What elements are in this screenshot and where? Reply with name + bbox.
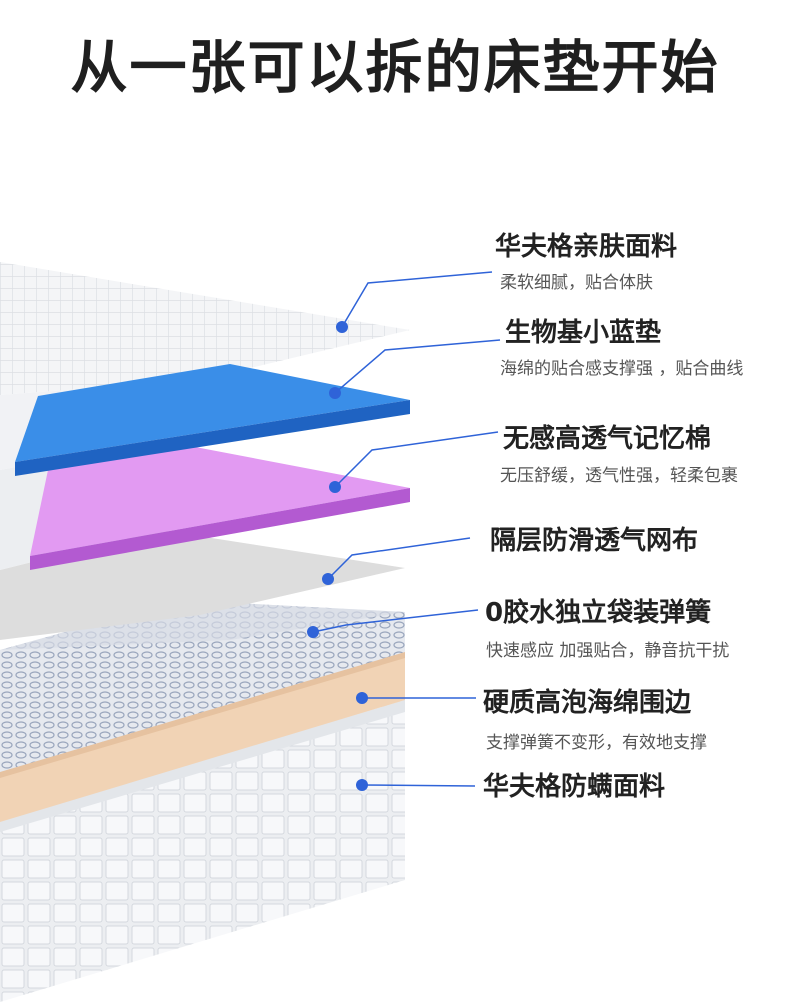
- leader-line-4: [327, 537, 471, 580]
- layer-1-title: 华夫格亲肤面料: [495, 232, 678, 262]
- layer-3-title: 无感高透气记忆棉: [503, 424, 712, 454]
- leader-line-1: [341, 271, 493, 328]
- bio-pad-layer: [15, 364, 410, 476]
- leader-line-3: [334, 431, 499, 488]
- leader-dot-3: [329, 481, 341, 493]
- memory-foam-layer: [30, 446, 410, 570]
- layer-2-subtitle: 海绵的贴合感支撑强 ，贴合曲线: [500, 359, 744, 379]
- leader-dot-1: [336, 321, 348, 333]
- layer-6-title: 硬质高泡海绵围边: [483, 688, 692, 718]
- layer-4-title: 隔层防滑透气网布: [490, 526, 699, 556]
- layer-1-subtitle: 柔软细腻，贴合体肤: [500, 273, 653, 293]
- leader-line-7: [361, 784, 476, 787]
- base-fabric-layer: [0, 700, 405, 1002]
- leader-dot-7: [356, 779, 368, 791]
- layer-5-subtitle: 快速感应 加强贴合，静音抗干扰: [486, 641, 730, 661]
- layer-7-title: 华夫格防螨面料: [483, 772, 666, 802]
- leader-line-2: [334, 339, 501, 394]
- spring-layer: [0, 600, 405, 772]
- leader-dot-6: [356, 692, 368, 704]
- leader-lines: [307, 271, 501, 791]
- leader-dot-5: [307, 626, 319, 638]
- leader-dot-2: [329, 387, 341, 399]
- layer-6-subtitle: 支撑弹簧不变形，有效地支撑: [486, 733, 707, 753]
- leader-line-5: [312, 609, 479, 633]
- leader-dot-4: [322, 573, 334, 585]
- layer-5-title: 0胶水独立袋装弹簧: [485, 598, 712, 628]
- layer-2-title: 生物基小蓝垫: [505, 318, 662, 348]
- layer-3-subtitle: 无压舒缓，透气性强，轻柔包裹: [500, 466, 738, 486]
- page-title: 从一张可以拆的床垫开始: [70, 35, 720, 101]
